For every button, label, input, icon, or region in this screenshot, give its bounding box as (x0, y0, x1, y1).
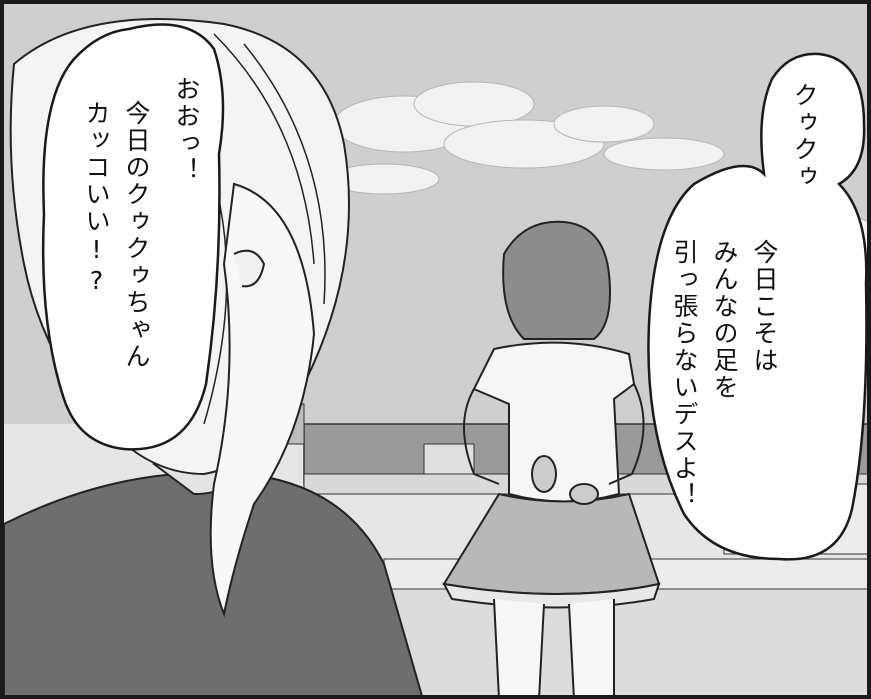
bubble-right-line-4: 引っ張らないデスよ！ (670, 239, 699, 509)
speech-bubble-right (647, 52, 867, 561)
bubble-left-line-1: おおっ！ (172, 76, 201, 184)
bubble-left-line-3: カッコいい!? (82, 100, 111, 297)
speech-bubble-left (41, 23, 225, 451)
bubble-right-line-2: 今日こそは (750, 239, 779, 374)
panel-artwork (4, 4, 867, 695)
bubble-right-line-1: クゥクゥ (790, 82, 819, 190)
bubble-right-line-3: みんなの足を (710, 239, 739, 401)
bubble-left-line-2: 今日のクゥクゥちゃん (122, 100, 151, 370)
girl-center (442, 220, 661, 695)
